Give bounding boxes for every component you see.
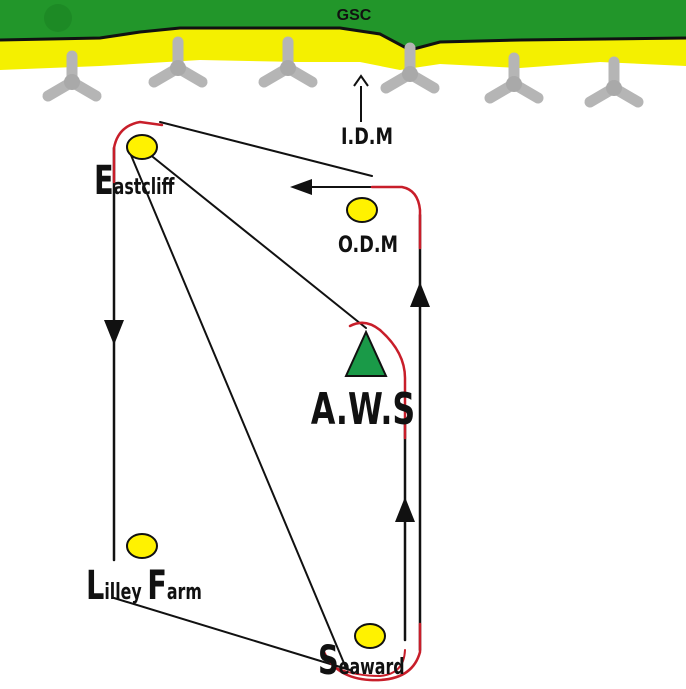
route-leg-aws-to-eastcliff <box>137 144 367 329</box>
eastcliff-initial: E <box>94 158 114 204</box>
wind-turbine-icon <box>148 36 208 88</box>
farm-rest: arm <box>167 578 202 604</box>
shoreline <box>0 26 686 52</box>
seaward-label: Seaward <box>318 638 405 684</box>
route-turn-seaward <box>322 622 422 682</box>
route-turn-odm <box>370 185 422 250</box>
route-leg-lilley-to-seaward <box>113 597 351 671</box>
route-turn-seaward-inner <box>335 649 406 677</box>
wind-turbine-icon <box>380 42 440 94</box>
aws-label: A.W.S <box>311 384 415 436</box>
buoy-icon <box>126 134 158 160</box>
arrow-down-icon <box>104 320 124 345</box>
shore-dot <box>44 4 72 32</box>
eastcliff-rest: astcliff <box>114 173 175 199</box>
aws-triangle-icon <box>344 329 388 377</box>
lilley-rest: illey <box>104 578 147 604</box>
seaward-rest: eaward <box>339 653 405 679</box>
lilley-farm-label: Lilley Farm <box>86 563 202 609</box>
buoy-icon <box>346 197 378 223</box>
route-leg-eastcliff-to-idm <box>159 121 373 177</box>
farm-initial: F <box>147 563 167 609</box>
idm-label: I.D.M <box>341 124 393 149</box>
route-leg-eastcliff-diagonal <box>127 147 347 669</box>
buoy-icon <box>126 533 158 559</box>
arrow-left-icon <box>290 179 312 195</box>
arrow-up-icon <box>395 497 415 522</box>
arrow-up-icon <box>410 282 430 307</box>
route-turn-aws <box>348 321 407 440</box>
wind-turbine-icon <box>584 56 644 108</box>
buoy-icon <box>354 623 386 649</box>
route-turn-eastcliff <box>112 120 164 184</box>
seaward-initial: S <box>318 638 339 684</box>
wind-turbine-icon <box>258 36 318 88</box>
turbine-row <box>42 36 644 108</box>
lilley-initial: L <box>86 563 104 609</box>
idm-arrow-icon <box>353 74 369 122</box>
shore-label: GSC <box>337 7 372 24</box>
odm-label: O.D.M <box>338 232 398 257</box>
wind-turbine-icon <box>42 50 102 102</box>
eastcliff-label: Eastcliff <box>94 158 175 204</box>
wind-turbine-icon <box>484 52 544 104</box>
